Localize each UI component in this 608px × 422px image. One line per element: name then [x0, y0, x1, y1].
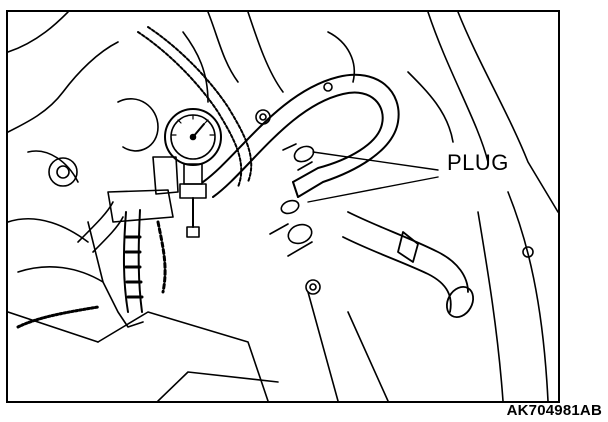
figure-code: AK704981AB: [506, 402, 602, 419]
pressure-gauge-icon: [164, 108, 222, 238]
plug-callout-label: PLUG: [447, 150, 509, 175]
wiring-harness: [16, 26, 253, 329]
engine-bay-illustration: [8, 12, 558, 401]
plugged-hose-ends: [269, 143, 315, 257]
diagram-frame: [6, 10, 560, 403]
adapter-fitting: [77, 156, 179, 328]
radiator-hose: [342, 211, 475, 318]
engine-block-outline: [8, 12, 284, 401]
firewall-outline: [307, 12, 558, 401]
bolts: [255, 82, 534, 295]
gauge-hose: [122, 209, 167, 313]
plug-leader-lines: [307, 151, 439, 203]
looped-hose: [202, 73, 400, 198]
